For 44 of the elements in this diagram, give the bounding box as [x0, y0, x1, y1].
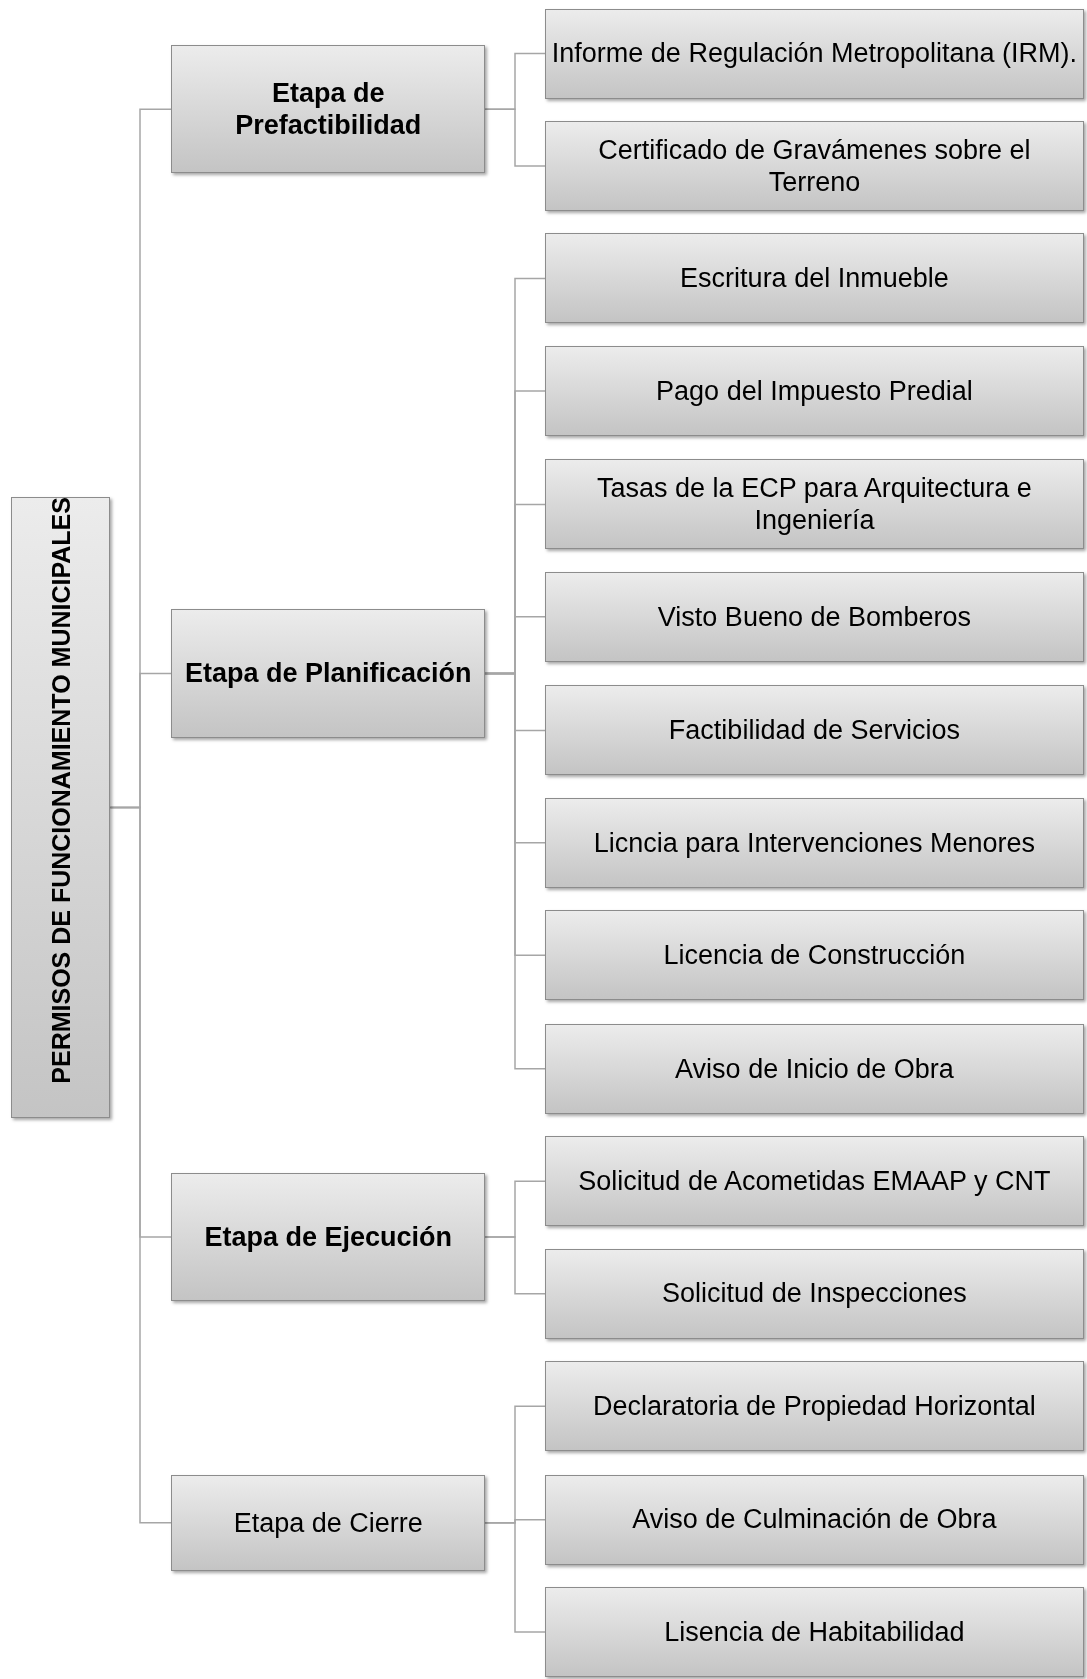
- node-label: Declaratoria de Propiedad Horizontal: [592, 1389, 1037, 1423]
- connector-line: [484, 108, 546, 167]
- item-box: [545, 121, 1084, 211]
- root-title: PERMISOS DE FUNCIONAMIENTO MUNICIPALES: [47, 496, 76, 1087]
- connector-line: [484, 1236, 546, 1295]
- item-box: [545, 1361, 1084, 1452]
- node-label: Solicitud de Acometidas EMAAP y CNT: [577, 1165, 1052, 1198]
- stage-box: [171, 1474, 486, 1572]
- node-label: Etapa de Ejecución: [203, 1220, 453, 1254]
- node-label: Tasas de la ECP para Arquitectura e Ingeniería: [596, 472, 1033, 537]
- node-label: Visto Bueno de Bomberos: [656, 600, 973, 634]
- stage-box: [171, 1172, 486, 1302]
- item-box: [545, 8, 1084, 99]
- node-label: Etapa de Prefactibilidad: [234, 76, 423, 142]
- item-box: [545, 345, 1084, 436]
- stage-box: [171, 609, 486, 738]
- item-box: [545, 1023, 1084, 1114]
- item-box: [545, 1248, 1084, 1339]
- stage-box: [171, 44, 486, 174]
- node-label: Lisencia de Habitabilidad: [663, 1615, 966, 1649]
- connector-line: [484, 1522, 546, 1633]
- root-box: [10, 496, 111, 1119]
- node-label: Aviso de Culminación de Obra: [631, 1503, 998, 1536]
- item-box: [545, 1136, 1084, 1227]
- item-box: [545, 1587, 1084, 1678]
- node-label: Pago del Impuesto Predial: [655, 374, 974, 408]
- node-label: Escritura del Inmueble: [679, 262, 950, 295]
- node-label: Licencia de Construcción: [662, 939, 967, 972]
- node-label: Aviso de Inicio de Obra: [674, 1052, 955, 1085]
- item-box: [545, 233, 1084, 324]
- node-label: Solicitud de Inspecciones: [661, 1277, 968, 1310]
- node-label: Informe de Regulación Metropolitana (IRM).: [550, 37, 1079, 70]
- item-box: [545, 459, 1084, 550]
- item-box: [545, 797, 1084, 888]
- item-box: [545, 685, 1084, 776]
- node-label: Factibilidad de Servicios: [667, 714, 961, 747]
- item-box: [545, 571, 1084, 662]
- node-label: Certificado de Gravámenes sobre el Terreno: [597, 133, 1032, 199]
- node-label: Etapa de Cierre: [232, 1506, 424, 1540]
- node-label: Etapa de Planificación: [183, 657, 473, 690]
- item-box: [545, 1474, 1084, 1565]
- item-box: [545, 910, 1084, 1001]
- connector-line: [109, 806, 173, 1524]
- node-label: Licncia para Intervenciones Menores: [592, 826, 1037, 859]
